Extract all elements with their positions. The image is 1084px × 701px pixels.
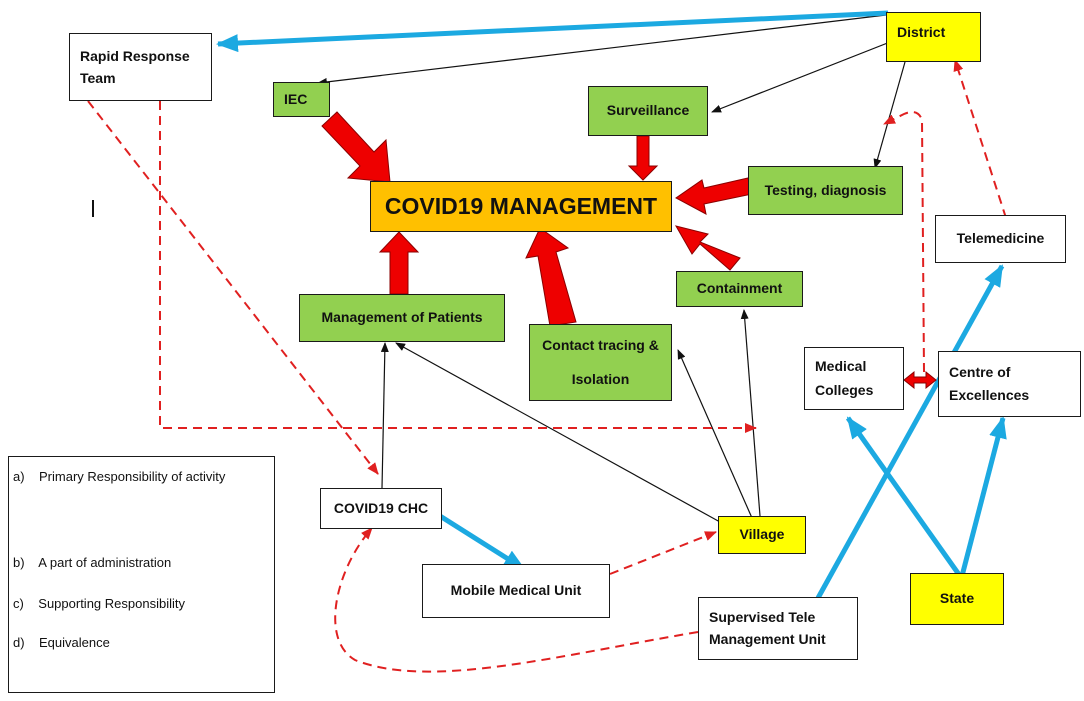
text-cursor [92,200,94,217]
arrow-village-to-contact-tracing [677,349,753,519]
covid19-management-label: COVID19 MANAGEMENT [384,192,658,219]
management-of-patients-label: Management of Patients [321,309,483,326]
node-covid19-management: COVID19 MANAGEMENT [370,181,672,232]
arrow-district-to-iec [317,14,887,86]
state-label: State [939,590,975,607]
node-state: State [910,573,1004,625]
testing-diagnosis-label: Testing, diagnosis [764,181,887,198]
node-containment: Containment [676,271,803,307]
node-management-of-patients: Management of Patients [299,294,505,342]
red-arrow-patients [378,231,420,295]
supporting-responsibility-arrows [87,59,1007,673]
node-village: Village [718,516,806,554]
node-surveillance: Surveillance [588,86,708,136]
arrow-district-to-rapid-response [216,10,889,53]
legend-item-equivalence: d) Equivalence [13,635,110,650]
arrow-mobile-unit-to-village [609,531,717,575]
red-arrow-testing [675,177,753,215]
red-arrow-contact-tracing [525,227,577,327]
legend-box: a) Primary Responsibility of activity b)… [8,456,275,693]
telemedicine-label: Telemedicine [956,230,1045,247]
arrow-tele-unit-to-telemedicine [815,264,1005,600]
arrow-excellences-to-testing [883,111,925,373]
containment-label: Containment [696,280,783,297]
arrow-excellences-to-district [953,59,1007,219]
arrow-district-to-surveillance [711,41,891,113]
arrow-state-to-excellences [959,416,1007,577]
mobile-medical-unit-label: Mobile Medical Unit [450,582,582,599]
surveillance-label: Surveillance [606,102,690,119]
equivalence-arrow-medical-excellences [903,370,937,390]
iec-label: IEC [284,90,308,107]
contact-tracing-label: Contact tracing & Isolation [542,336,659,387]
red-arrow-surveillance [627,135,659,181]
arrow-state-to-medical-colleges [845,416,963,578]
arrow-village-to-containment [740,309,761,517]
centre-of-excellences-label: Centre of Excellences [949,363,1030,403]
node-district: District [886,12,981,62]
node-rapid-response-team: Rapid Response Team [69,33,212,101]
node-supervised-tele-management-unit: Supervised Tele Management Unit [698,597,858,660]
node-centre-of-excellences: Centre of Excellences [938,351,1081,417]
arrow-chc-to-patients [380,342,389,489]
medical-colleges-label: Medical Colleges [815,358,874,398]
management-input-arrows [321,111,753,327]
arrow-village-to-patients [395,342,721,523]
legend-item-primary: a) Primary Responsibility of activity [13,469,226,484]
node-covid19-chc: COVID19 CHC [320,488,442,529]
supervised-tele-management-unit-label: Supervised Tele Management Unit [709,608,826,647]
arrow-rapid-response-to-village-area [159,101,757,433]
arrow-tele-unit-to-chc [334,527,699,673]
rapid-response-team-label: Rapid Response Team [80,47,190,86]
node-medical-colleges: Medical Colleges [804,347,904,410]
arrow-rapid-response-to-chc [87,100,379,475]
legend-item-supporting: c) Supporting Responsibility [13,596,185,611]
primary-responsibility-arrows [317,14,906,523]
node-mobile-medical-unit: Mobile Medical Unit [422,564,610,618]
red-arrow-containment [674,225,741,271]
covid19-chc-label: COVID19 CHC [333,499,429,516]
district-label: District [897,24,946,40]
administration-arrows [216,10,1007,600]
node-telemedicine: Telemedicine [935,215,1066,263]
red-arrow-iec [321,111,391,183]
node-iec: IEC [273,82,330,117]
node-testing-diagnosis: Testing, diagnosis [748,166,903,215]
legend-item-administration: b) A part of administration [13,555,172,570]
node-contact-tracing-isolation: Contact tracing & Isolation [529,324,672,401]
village-label: Village [739,526,785,543]
arrow-chc-to-mobile-unit [438,513,526,572]
